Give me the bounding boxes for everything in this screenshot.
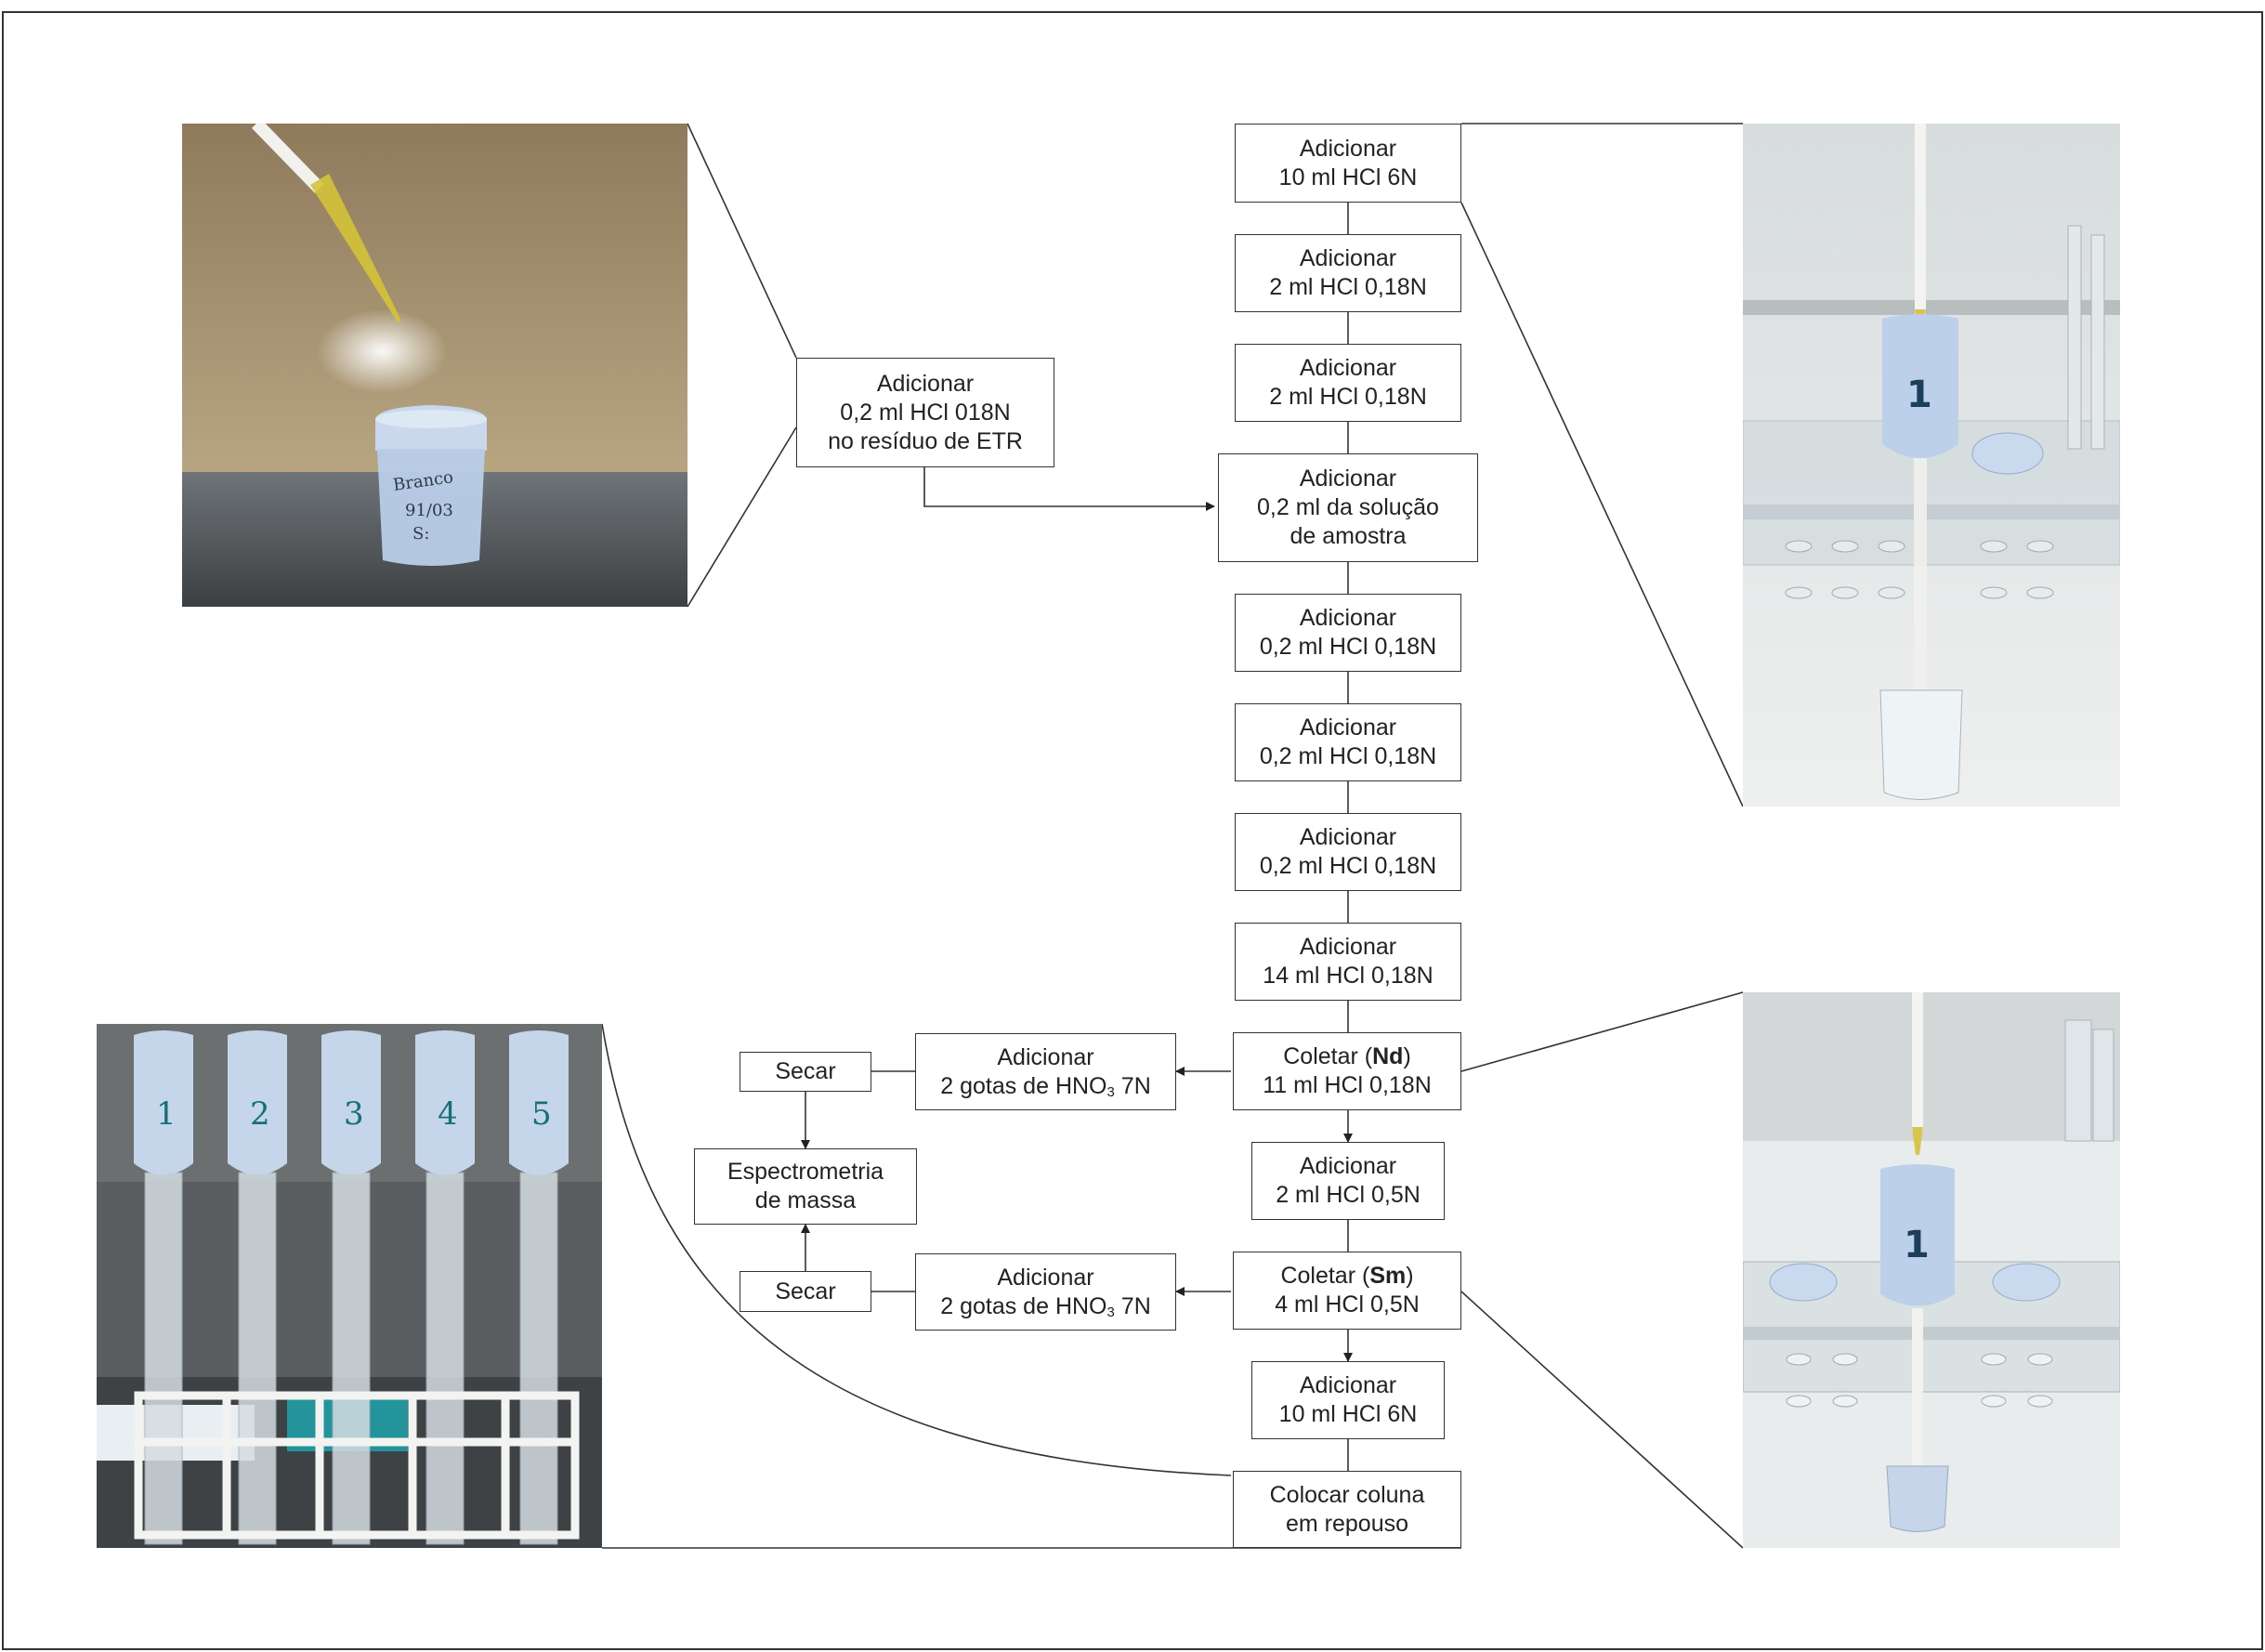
collect-prefix: Coletar ( <box>1283 1043 1373 1069</box>
callout-line <box>1460 1291 1744 1549</box>
rack-column-1: 1 <box>134 1030 193 1545</box>
step-add-2ml-hcl-05n: Adicionar 2 ml HCl 0,5N <box>1251 1142 1445 1220</box>
column-number-2: 1 <box>1904 1224 1930 1266</box>
step-dry-sm: Secar <box>740 1271 871 1312</box>
step-add-02ml-hcl-018n-a: Adicionar 0,2 ml HCl 0,18N <box>1235 594 1461 672</box>
step-line: 0,2 ml HCl 0,18N <box>1259 853 1437 879</box>
hno3-subscript: 3 <box>1106 1083 1115 1100</box>
callout-line <box>1460 202 1744 807</box>
step-line: Adicionar <box>1299 824 1397 850</box>
step-collect-sm: Coletar (Sm) 4 ml HCl 0,5N <box>1233 1252 1461 1330</box>
rack-number-2: 2 <box>250 1095 270 1133</box>
hno3-prefix: 2 gotas de HNO <box>940 1072 1107 1099</box>
step-line: Adicionar <box>876 370 975 397</box>
step-add-2ml-hcl-018n-a: Adicionar 2 ml HCl 0,18N <box>1235 234 1461 312</box>
rack-column-2: 2 <box>228 1030 287 1545</box>
step-add-02ml-hcl-018n-b: Adicionar 0,2 ml HCl 0,18N <box>1235 703 1461 781</box>
step-line: 14 ml HCl 0,18N <box>1263 963 1434 989</box>
step-dry-nd: Secar <box>740 1052 871 1092</box>
step-line: 0,2 ml da solução <box>1257 494 1439 520</box>
rack-column-4: 4 <box>415 1030 475 1545</box>
step-add-hno3-nd: Adicionar 2 gotas de HNO3 7N <box>915 1033 1176 1110</box>
rack-column-3: 3 <box>321 1030 381 1545</box>
step-line: 4 ml HCl 0,5N <box>1275 1291 1420 1318</box>
step-add-2ml-hcl-018n-b: Adicionar 2 ml HCl 0,18N <box>1235 344 1461 422</box>
step-line: 2 ml HCl 0,5N <box>1276 1182 1421 1208</box>
step-line: 11 ml HCl 0,18N <box>1263 1072 1432 1098</box>
step-line: Adicionar <box>1299 135 1397 162</box>
rack-number-1: 1 <box>156 1095 177 1133</box>
rack-number-4: 4 <box>438 1095 458 1133</box>
rack-number-5: 5 <box>531 1095 552 1133</box>
step-line: em repouso <box>1285 1510 1409 1537</box>
step-line: Adicionar <box>1299 1153 1397 1179</box>
step-intro-add-hcl-residue: Adicionar 0,2 ml HCl 018N no resíduo de … <box>796 358 1054 467</box>
step-add-02ml-hcl-018n-c: Adicionar 0,2 ml HCl 0,18N <box>1235 813 1461 891</box>
hno3-suffix: 7N <box>1114 1072 1151 1099</box>
step-line: 0,2 ml HCl 0,18N <box>1259 743 1437 769</box>
step-line: Adicionar <box>997 1264 1094 1291</box>
step-line: Adicionar <box>1299 1372 1397 1398</box>
photo-column-bottom: 1 <box>1743 992 2120 1548</box>
step-line: Adicionar <box>1299 605 1397 631</box>
step-line: Colocar coluna <box>1269 1481 1425 1508</box>
step-line: Coletar (Nd) <box>1283 1042 1411 1071</box>
step-line: 2 ml HCl 0,18N <box>1269 384 1427 410</box>
vial-label-3: S: <box>412 524 429 544</box>
step-line: Espectrometria <box>727 1159 884 1185</box>
step-add-10ml-hcl-6n: Adicionar 10 ml HCl 6N <box>1235 124 1461 203</box>
photo-column-top: 1 <box>1743 124 2120 806</box>
step-line: 10 ml HCl 6N <box>1278 164 1418 190</box>
step-line: Coletar (Sm) <box>1280 1262 1413 1291</box>
step-line: de amostra <box>1290 523 1407 549</box>
collect-suffix: ) <box>1406 1263 1414 1289</box>
photo-column-rack: 1 2 3 4 <box>97 1024 602 1548</box>
element-symbol-sm: Sm <box>1369 1263 1407 1289</box>
photo-vial-pipette: Branco 91/03 S: <box>182 124 687 607</box>
hno3-prefix: 2 gotas de HNO <box>940 1292 1107 1319</box>
step-line: Adicionar <box>1299 245 1397 271</box>
step-line: Adicionar <box>1299 465 1397 492</box>
step-line: Secar <box>775 1278 836 1305</box>
step-line: Adicionar <box>997 1043 1094 1070</box>
step-line: Adicionar <box>1299 715 1397 741</box>
step-rest-column: Colocar coluna em repouso <box>1233 1471 1461 1548</box>
element-symbol-nd: Nd <box>1372 1043 1404 1069</box>
step-line: de massa <box>754 1187 857 1213</box>
step-line: 2 gotas de HNO3 7N <box>940 1292 1151 1321</box>
step-mass-spectrometry: Espectrometria de massa <box>694 1148 917 1225</box>
step-line: 2 gotas de HNO3 7N <box>940 1072 1151 1101</box>
callout-line <box>601 1023 1232 1476</box>
callout-line <box>687 426 797 608</box>
step-line: 0,2 ml HCl 0,18N <box>1259 634 1437 660</box>
callout-line <box>1460 991 1744 1072</box>
rack-number-3: 3 <box>344 1095 364 1133</box>
step-line: Secar <box>775 1058 836 1084</box>
hno3-suffix: 7N <box>1114 1292 1151 1319</box>
step-collect-nd: Coletar (Nd) 11 ml HCl 0,18N <box>1233 1032 1461 1110</box>
step-line: 0,2 ml HCl 018N <box>840 399 1011 426</box>
collect-prefix: Coletar ( <box>1280 1263 1370 1289</box>
step-add-sample-solution: Adicionar 0,2 ml da solução de amostra <box>1218 453 1478 562</box>
arrow <box>923 467 1215 511</box>
page-frame <box>2 11 2263 1650</box>
step-line: Adicionar <box>1299 355 1397 381</box>
step-add-14ml-hcl-018n: Adicionar 14 ml HCl 0,18N <box>1235 923 1461 1001</box>
step-line: 10 ml HCl 6N <box>1278 1401 1418 1427</box>
step-add-10ml-hcl-6n-final: Adicionar 10 ml HCl 6N <box>1251 1361 1445 1439</box>
step-line: no resíduo de ETR <box>828 427 1023 454</box>
vial-label-2: 91/03 <box>405 501 453 520</box>
step-line: Adicionar <box>1299 934 1397 960</box>
step-add-hno3-sm: Adicionar 2 gotas de HNO3 7N <box>915 1253 1176 1331</box>
column-number: 1 <box>1906 374 1932 416</box>
step-line: 2 ml HCl 0,18N <box>1269 274 1427 300</box>
collect-suffix: ) <box>1403 1043 1411 1069</box>
callout-line <box>687 123 797 359</box>
rack-column-5: 5 <box>509 1030 569 1545</box>
hno3-subscript: 3 <box>1106 1304 1115 1320</box>
